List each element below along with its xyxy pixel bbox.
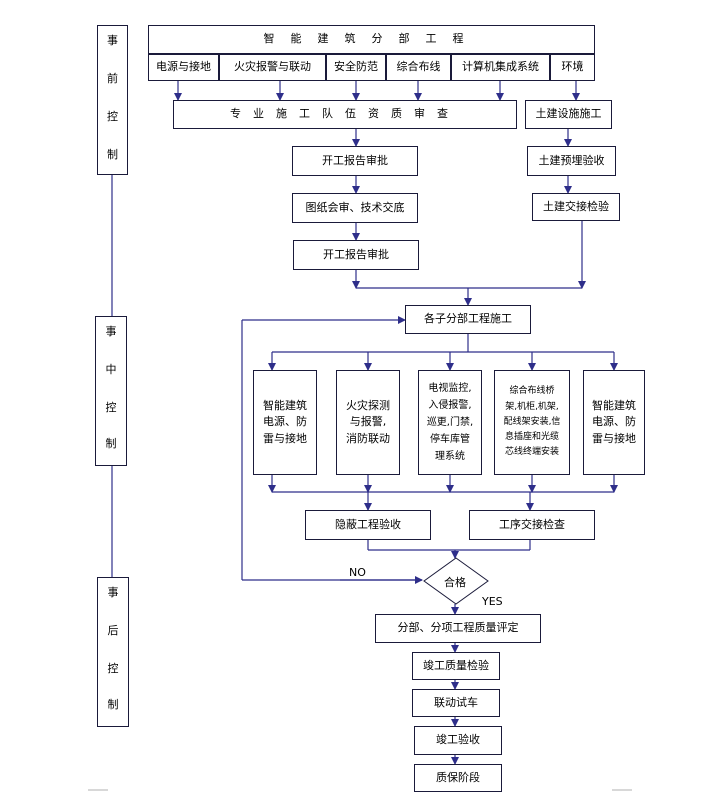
item1-line3: 雷与接地 xyxy=(263,431,307,445)
item4-line1: 综合布线桥 xyxy=(509,386,555,397)
division-title: 智能建筑分部工程 xyxy=(148,25,595,54)
completion-inspection-box: 竣工质量检验 xyxy=(412,652,500,680)
subsystem-environment: 环境 xyxy=(550,54,595,81)
phase-post-char-4: 制 xyxy=(107,698,119,711)
subsystem-cabling: 综合布线 xyxy=(386,54,451,81)
phase-mid-control: 事 中 控 制 xyxy=(95,316,127,466)
parallel-item-power-lightning-2: 智能建筑 电源、防 雷与接地 xyxy=(583,370,645,475)
civil-handover-box: 土建交接检验 xyxy=(532,193,620,221)
item4-line3: 配线架安装,信 xyxy=(503,416,561,427)
phase-pre-char-2: 前 xyxy=(107,72,118,85)
item4-line5: 芯线终端安装 xyxy=(504,447,559,458)
phase-post-control: 事 后 控 制 xyxy=(97,577,129,727)
qualification-review-box: 专业施工队伍资质审查 xyxy=(173,100,517,129)
warranty-phase-box: 质保阶段 xyxy=(414,764,502,792)
item3-line3: 巡更,门禁, xyxy=(426,417,474,428)
no-label: NO xyxy=(349,566,366,579)
item2-line2: 与报警, xyxy=(349,415,387,429)
item5-line1: 智能建筑 xyxy=(592,398,636,412)
subsystem-fire-alarm: 火灾报警与联动 xyxy=(219,54,326,81)
subsystem-computer-integration: 计算机集成系统 xyxy=(451,54,550,81)
yes-label: YES xyxy=(482,595,503,608)
completion-acceptance-box: 竣工验收 xyxy=(414,726,502,755)
linked-trial-run-box: 联动试车 xyxy=(412,689,500,717)
qualified-decision-diamond xyxy=(423,557,489,605)
item4-line4: 息插座和光缆 xyxy=(504,432,559,443)
civil-embedded-acceptance-box: 土建预埋验收 xyxy=(527,146,616,176)
phase-pre-control: 事 前 控 制 xyxy=(97,25,128,175)
item5-line3: 雷与接地 xyxy=(592,431,636,445)
item4-line2: 架,机柜,机架, xyxy=(505,401,559,412)
phase-pre-char-3: 控 xyxy=(107,110,118,123)
phase-post-char-1: 事 xyxy=(107,586,119,599)
parallel-item-fire-detection: 火灾探测 与报警, 消防联动 xyxy=(336,370,400,475)
phase-mid-char-4: 制 xyxy=(105,437,117,450)
hidden-works-acceptance-box: 隐蔽工程验收 xyxy=(305,510,431,540)
process-handover-check-box: 工序交接检查 xyxy=(469,510,595,540)
item3-line5: 理系统 xyxy=(435,451,465,462)
phase-post-char-2: 后 xyxy=(107,624,119,637)
item3-line4: 停车库管 xyxy=(430,434,470,445)
quality-assessment-box: 分部、分项工程质量评定 xyxy=(375,614,541,643)
item5-line2: 电源、防 xyxy=(592,415,636,429)
phase-pre-char-4: 制 xyxy=(107,148,118,161)
item3-line2: 入侵报警, xyxy=(428,400,472,411)
subsystem-security: 安全防范 xyxy=(326,54,386,81)
civil-construction-box: 土建设施施工 xyxy=(525,100,612,129)
phase-post-char-3: 控 xyxy=(107,662,119,675)
phase-mid-char-3: 控 xyxy=(105,401,117,414)
parallel-item-security-systems: 电视监控, 入侵报警, 巡更,门禁, 停车库管 理系统 xyxy=(418,370,482,475)
item3-line1: 电视监控, xyxy=(428,383,472,394)
parallel-item-cabling-installation: 综合布线桥 架,机柜,机架, 配线架安装,信 息插座和光缆 芯线终端安装 xyxy=(494,370,570,475)
item2-line3: 消防联动 xyxy=(346,431,390,445)
phase-pre-char-1: 事 xyxy=(107,34,118,47)
item1-line1: 智能建筑 xyxy=(263,398,307,412)
phase-mid-char-2: 中 xyxy=(105,363,117,376)
item2-line1: 火灾探测 xyxy=(346,398,390,412)
sub-division-construction-box: 各子分部工程施工 xyxy=(405,305,531,334)
subsystem-power-grounding: 电源与接地 xyxy=(148,54,219,81)
start-report-approval-1: 开工报告审批 xyxy=(292,146,418,176)
decision-label: 合格 xyxy=(444,576,466,589)
parallel-item-power-lightning: 智能建筑 电源、防 雷与接地 xyxy=(253,370,317,475)
phase-mid-char-1: 事 xyxy=(105,325,117,338)
drawing-review-box: 图纸会审、技术交底 xyxy=(292,193,418,223)
start-report-approval-2: 开工报告审批 xyxy=(293,240,419,270)
item1-line2: 电源、防 xyxy=(263,415,307,429)
